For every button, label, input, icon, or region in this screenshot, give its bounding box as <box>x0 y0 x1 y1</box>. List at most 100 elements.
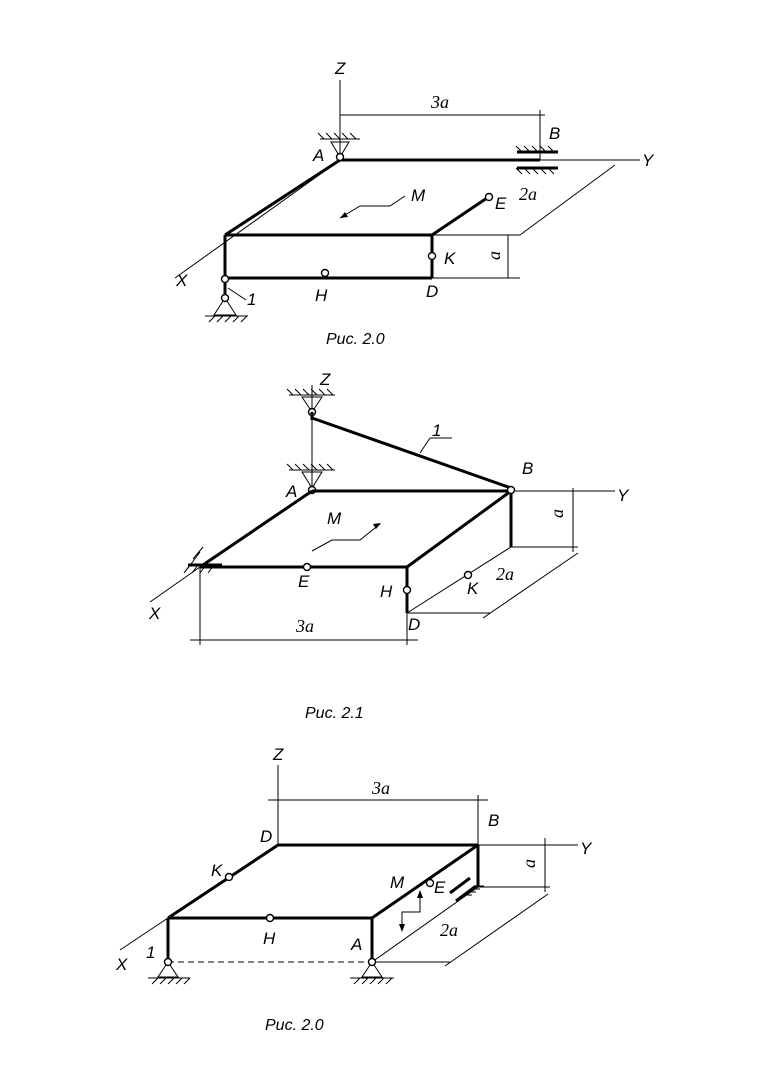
fig1-label-y: Y <box>642 151 655 170</box>
fig1-plate-right-edge <box>431 196 488 237</box>
fig3-label-z: Z <box>272 745 284 764</box>
fig2-point-k <box>463 570 473 580</box>
fig1-support-1-icon <box>213 297 237 316</box>
fig1-point-e <box>484 192 494 202</box>
fig2-rod-1-leader <box>419 437 431 454</box>
fig3-label-y: Y <box>580 839 593 858</box>
fig1-support-a-icon <box>330 141 350 158</box>
fig2-plate-left-edge <box>199 489 313 569</box>
fig1-support-b-hatch <box>515 145 555 175</box>
fig3-caption: Рис. 2.0 <box>265 1017 324 1034</box>
fig1-label-rod-1: 1 <box>247 290 256 309</box>
fig3-moment-arrowhead-down <box>399 924 405 932</box>
fig1-label-d: D <box>426 282 438 301</box>
fig1-label-h: H <box>315 286 328 305</box>
fig3-label-m: M <box>390 873 405 892</box>
fig1-support-1-hatch <box>208 315 248 323</box>
fig3-label-x: X <box>115 955 128 974</box>
fig1-dim-right: 2a <box>519 184 537 204</box>
fig3-dim-height: a <box>519 859 539 868</box>
fig1-moment-arrow-icon <box>339 195 406 219</box>
fig2-label-h: H <box>380 582 393 601</box>
fig2-label-m: M <box>327 509 342 528</box>
fig2-label-d: D <box>408 615 420 634</box>
fig1-point-h <box>320 268 330 278</box>
fig2-label-k: K <box>467 579 479 598</box>
fig3-x-axis <box>119 917 169 951</box>
fig1-support-a-hatch <box>317 132 357 140</box>
fig3-dim-top: 3a <box>371 778 390 798</box>
fig3-dim-2a-line <box>444 893 549 967</box>
fig2-dim-2a-line <box>482 552 579 619</box>
fig3-point-k <box>224 872 234 882</box>
fig2-rod-1 <box>311 416 512 490</box>
fig1-hinge-a <box>335 152 345 162</box>
fig2-support-top-icon <box>301 396 323 413</box>
fig2-label-y: Y <box>617 486 630 505</box>
fig3-moment-arrow-icon <box>401 892 421 930</box>
fig1-moment-arrowhead <box>340 212 348 218</box>
fig3-label-rod-1: 1 <box>146 943 155 962</box>
fig2-label-rod-1: 1 <box>432 421 441 440</box>
fig1-dim-2a-line <box>519 164 616 236</box>
fig2-support-a-icon <box>301 471 323 489</box>
fig2-hinge-b <box>506 485 516 495</box>
fig3-moment-arrowhead-up <box>417 890 423 898</box>
fig3-dim-right: 2a <box>440 920 458 940</box>
fig2-point-e <box>302 562 312 572</box>
fig1-label-k: K <box>444 249 456 268</box>
fig1-dim-top: 3a <box>430 92 449 112</box>
figure-1: Z Y X A B E M K H D 1 3a 2a a Рис. 2.0 <box>174 59 655 348</box>
fig2-dim-height: a <box>547 509 567 518</box>
fig1-caption: Рис. 2.0 <box>326 331 385 348</box>
fig2-moment-arrowhead <box>373 523 381 529</box>
fig2-plate-right-edge <box>406 489 512 569</box>
fig3-label-e: E <box>434 878 446 897</box>
fig1-point-k <box>427 251 437 261</box>
figure-3: Z Y X A B E M K H D 1 3a 2a a Рис. 2.0 <box>115 745 593 1034</box>
fig1-hinge-bottom <box>220 293 230 303</box>
fig2-bottom-edge <box>406 546 512 614</box>
fig2-label-b: B <box>522 459 533 478</box>
figure-2: Z Y X A B E M K H D 1 3a 2a a Рис. 2.1 <box>148 370 630 722</box>
fig3-point-e <box>425 878 435 888</box>
fig1-label-e: E <box>495 194 507 213</box>
fig3-plate-right-edge <box>371 843 479 920</box>
fig2-support-top-hatch <box>286 388 334 396</box>
fig2-label-a: A <box>285 482 297 501</box>
fig3-hinge-a <box>367 957 377 967</box>
fig1-label-z: Z <box>334 59 346 78</box>
fig3-support-1-hatch <box>151 977 191 985</box>
fig3-point-h <box>265 913 275 923</box>
fig3-plate-left-edge <box>167 843 279 920</box>
fig2-x-axis <box>149 566 201 603</box>
fig1-dim-height: a <box>484 251 504 260</box>
fig3-label-d: D <box>260 827 272 846</box>
fig3-slider-hatch <box>464 885 484 896</box>
fig1-label-x: X <box>175 271 188 290</box>
fig3-label-k: K <box>211 861 223 880</box>
fig2-support-a-hatch <box>286 463 334 471</box>
fig1-label-m: M <box>411 186 426 205</box>
fig3-hinge-1 <box>163 957 173 967</box>
fig1-plate-left-edge <box>224 158 341 237</box>
fig3-support-1-icon <box>157 961 179 978</box>
fig2-label-e: E <box>298 572 310 591</box>
fig1-rod-1-leader <box>227 287 247 301</box>
fig3-support-a-hatch <box>353 977 393 985</box>
fig3-label-b: B <box>488 811 499 830</box>
fig1-label-a: A <box>312 146 324 165</box>
fig2-label-x: X <box>148 604 161 623</box>
fig3-slider-bar-2 <box>455 884 477 903</box>
fig2-dim-right: 2a <box>496 564 514 584</box>
fig2-dim-bottom: 3a <box>295 616 314 636</box>
fig3-support-a-icon <box>361 961 383 978</box>
fig2-point-h <box>402 585 412 595</box>
fig3-slider-bar-1 <box>449 876 471 895</box>
fig3-label-h: H <box>263 929 276 948</box>
fig1-label-b: B <box>549 124 560 143</box>
fig1-hinge-top <box>220 274 230 284</box>
fig2-caption: Рис. 2.1 <box>305 705 364 722</box>
fig3-label-a: A <box>350 935 362 954</box>
